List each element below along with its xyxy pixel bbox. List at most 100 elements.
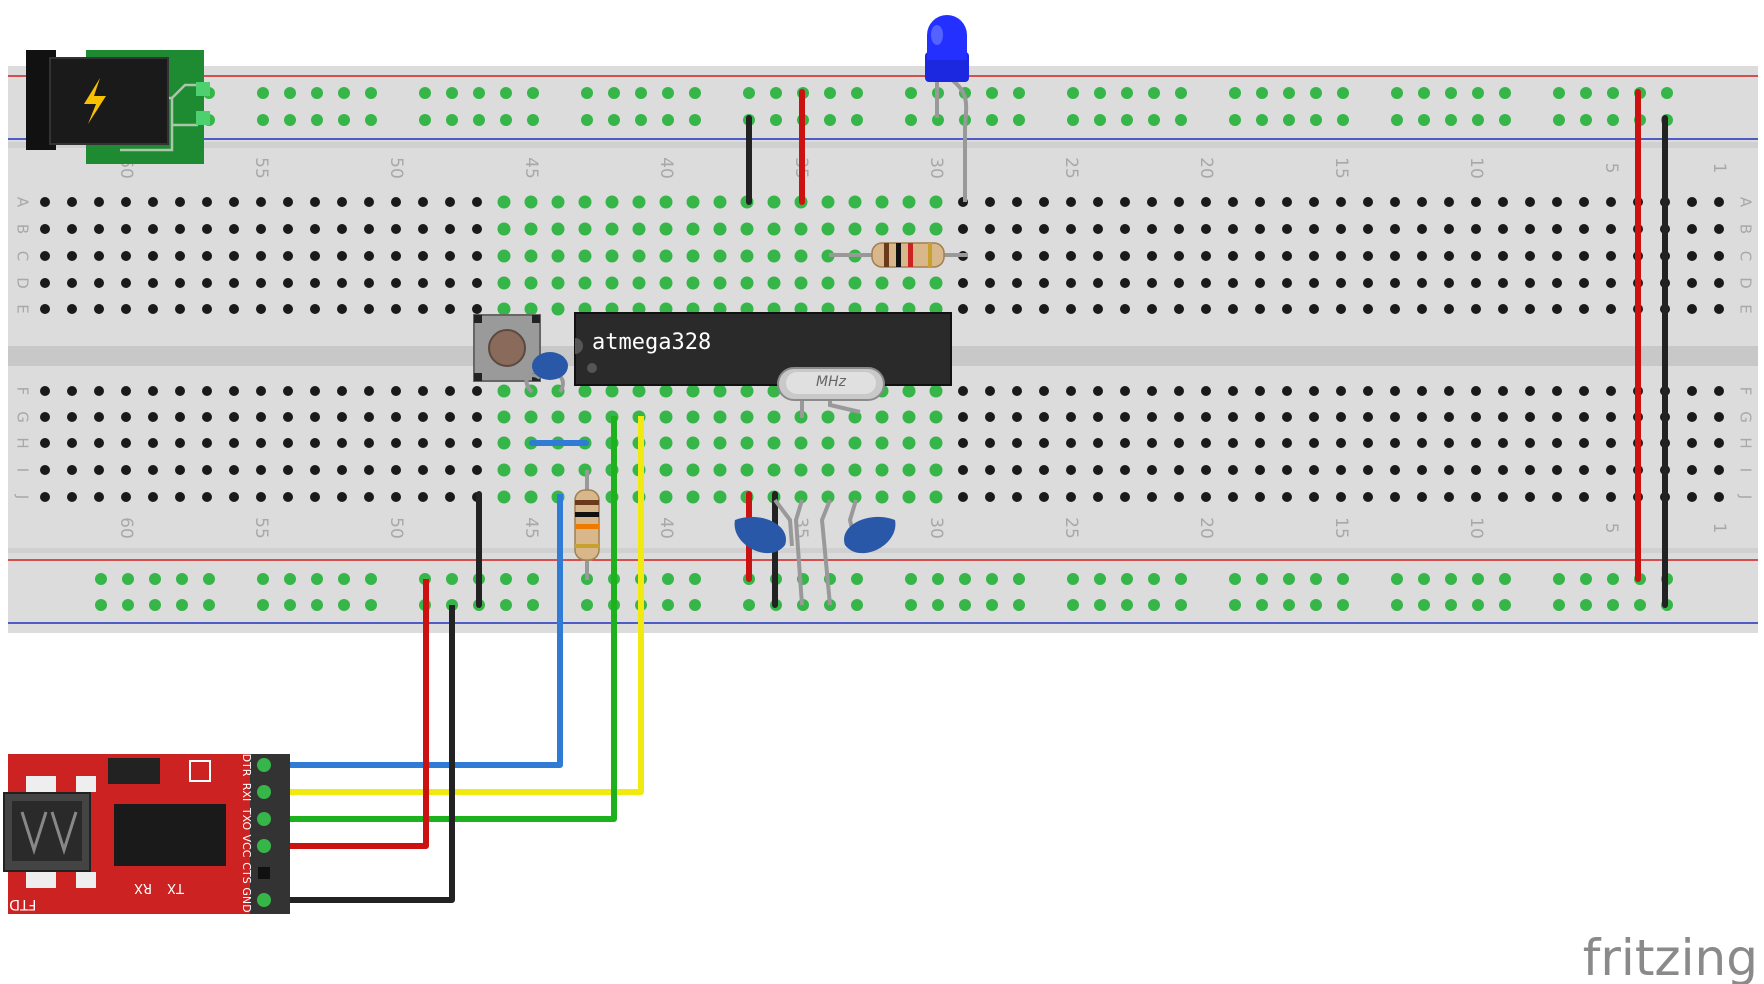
breadboard-hole (202, 197, 212, 207)
breadboard-hole (175, 386, 185, 396)
rail-hole (500, 114, 512, 126)
breadboard-hole (1687, 278, 1697, 288)
breadboard-hole (1255, 251, 1265, 261)
breadboard-hole (148, 386, 158, 396)
breadboard-hole (524, 276, 538, 290)
breadboard-hole (1066, 492, 1076, 502)
breadboard-hole (1066, 251, 1076, 261)
breadboard-hole (1309, 304, 1319, 314)
breadboard-hole (497, 276, 511, 290)
breadboard-hole (1444, 197, 1454, 207)
rail-hole (770, 87, 782, 99)
breadboard-hole (1687, 386, 1697, 396)
rail-hole (1580, 87, 1592, 99)
breadboard-hole (1228, 438, 1238, 448)
breadboard-hole (175, 251, 185, 261)
column-number-label: 30 (926, 157, 946, 179)
breadboard-hole (1579, 197, 1589, 207)
breadboard-hole (1714, 224, 1724, 234)
breadboard-hole (1363, 412, 1373, 422)
breadboard-holes (40, 87, 1724, 611)
column-number-label: 30 (926, 517, 946, 539)
breadboard-hole (40, 224, 50, 234)
breadboard-hole (148, 438, 158, 448)
column-number-label: 45 (521, 517, 541, 539)
breadboard-hole (659, 410, 673, 424)
rail-hole (500, 573, 512, 585)
breadboard-hole (310, 304, 320, 314)
breadboard-hole (1471, 438, 1481, 448)
breadboard-hole (1363, 438, 1373, 448)
reset-capacitor (524, 352, 568, 394)
breadboard-hole (229, 197, 239, 207)
capacitor-leads (773, 498, 804, 606)
breadboard-hole (472, 304, 482, 314)
breadboard-hole (418, 465, 428, 475)
breadboard-hole (1174, 465, 1184, 475)
column-number-label: 25 (1061, 517, 1081, 539)
breadboard-hole (1417, 278, 1427, 288)
breadboard-hole (985, 465, 995, 475)
breadboard-hole (1687, 438, 1697, 448)
breadboard-hole (1525, 465, 1535, 475)
breadboard-hole (659, 195, 673, 209)
rail-hole (986, 87, 998, 99)
breadboard-hole (1579, 278, 1589, 288)
rail-hole (824, 114, 836, 126)
breadboard-hole (1039, 438, 1049, 448)
breadboard-hole (632, 276, 646, 290)
rail-hole (257, 573, 269, 585)
breadboard-hole (1714, 278, 1724, 288)
row-letter-label: J (1737, 494, 1755, 499)
rail-hole (527, 87, 539, 99)
breadboard-hole (794, 222, 808, 236)
rail-hole (689, 599, 701, 611)
ftdi-led-pad (189, 760, 211, 782)
rail-hole (743, 87, 755, 99)
breadboard-hole (472, 386, 482, 396)
breadboard-hole (1390, 412, 1400, 422)
rail-hole (95, 599, 107, 611)
rail-hole (1634, 599, 1646, 611)
breadboard-hole (902, 222, 916, 236)
row-letter-label: D (14, 277, 32, 289)
breadboard-hole (283, 304, 293, 314)
breadboard-hole (256, 197, 266, 207)
rail-hole (527, 114, 539, 126)
breadboard-hole (1120, 438, 1130, 448)
breadboard-hole (1201, 438, 1211, 448)
breadboard-hole (497, 249, 511, 263)
breadboard-hole (1552, 278, 1562, 288)
breadboard-hole (283, 197, 293, 207)
row-letter-label: H (14, 437, 32, 448)
breadboard-hole (1390, 251, 1400, 261)
rail-hole (311, 573, 323, 585)
breadboard-hole (848, 195, 862, 209)
breadboard-hole (794, 436, 808, 450)
power-jack-barrel (49, 57, 169, 145)
breadboard-hole (418, 278, 428, 288)
breadboard-hole (958, 412, 968, 422)
rail-hole (1337, 599, 1349, 611)
row-letter-label: H (1737, 437, 1755, 448)
breadboard-hole (418, 412, 428, 422)
breadboard-hole (821, 222, 835, 236)
breadboard-hole (445, 386, 455, 396)
ftdi-regulator (108, 758, 160, 784)
breadboard-hole (1093, 386, 1103, 396)
breadboard-hole (283, 465, 293, 475)
rail-hole (851, 114, 863, 126)
breadboard-hole (1309, 412, 1319, 422)
rail-hole (1256, 87, 1268, 99)
breadboard-hole (767, 249, 781, 263)
rail-hole (338, 114, 350, 126)
breadboard-hole (67, 492, 77, 502)
rail-hole (1445, 599, 1457, 611)
breadboard-hole (1552, 197, 1562, 207)
breadboard-hole (902, 436, 916, 450)
breadboard-hole (1093, 278, 1103, 288)
rail-hole (1391, 599, 1403, 611)
breadboard-hole (67, 278, 77, 288)
breadboard-hole (256, 492, 266, 502)
breadboard-hole (929, 490, 943, 504)
